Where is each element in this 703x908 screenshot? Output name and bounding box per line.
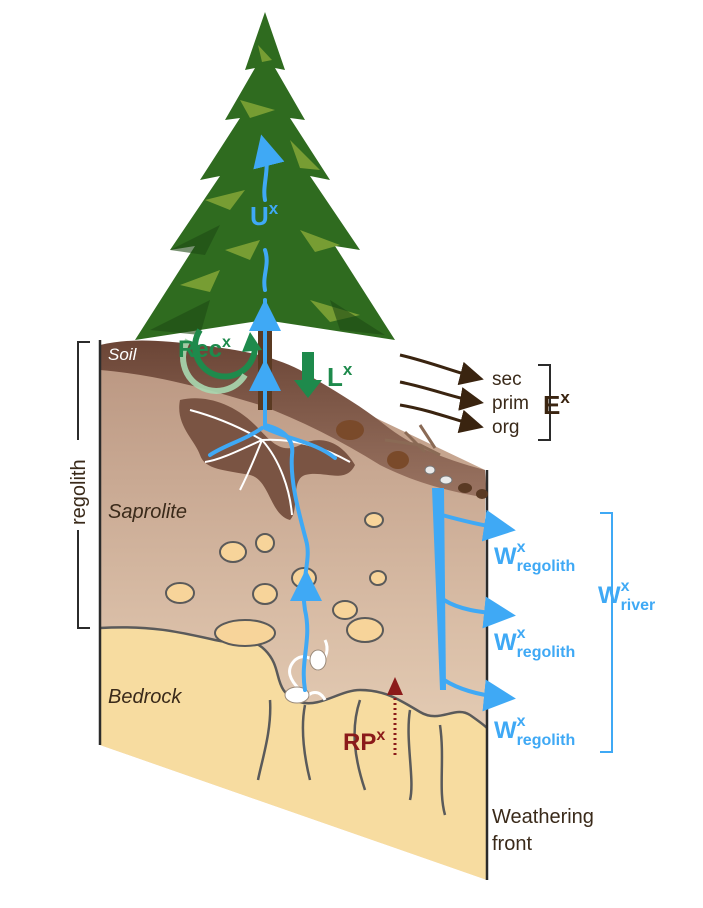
soil-label: Soil [108,345,138,364]
bedrock-label: Bedrock [108,686,182,708]
uptake-path-lower [263,423,310,692]
surface-pebbles [336,420,488,499]
saprolite-label: Saprolite [108,501,187,523]
river-bracket [600,512,613,753]
weathering-front-label-line2: front [492,833,532,855]
tree-foliage-shadow [150,225,385,335]
ground-block [98,340,489,880]
erosion-arrows [399,353,484,434]
rock-production-label: RPx [343,727,385,756]
erosion-prim-label: prim [492,393,529,414]
regolith-label: regolith [68,459,90,525]
litter-arrow [294,352,322,398]
erosion-sec-label: sec [492,369,522,390]
weathering-front-label-line1: Weathering [492,806,594,828]
bedrock-fractures [256,699,447,816]
roots [179,398,355,704]
recycling-arrow [180,328,262,394]
erosion-bracket [538,364,551,441]
rock-production-arrow [387,677,403,755]
erosion-label: Ex [543,388,570,420]
regolith-label-bg [66,440,90,530]
uptake-label: Ux [250,199,279,231]
regolith-weathering-flow [432,488,516,712]
bedrock-layer [100,627,487,880]
recycling-label: Recx [178,334,231,363]
erosion-org-label: org [492,417,519,438]
litter-label: Lx [327,360,353,392]
uptake-root-branch-right [263,426,337,460]
bedrock-boundary [99,626,488,729]
uptake-root-branch-left [208,426,264,457]
corestones [165,512,387,647]
